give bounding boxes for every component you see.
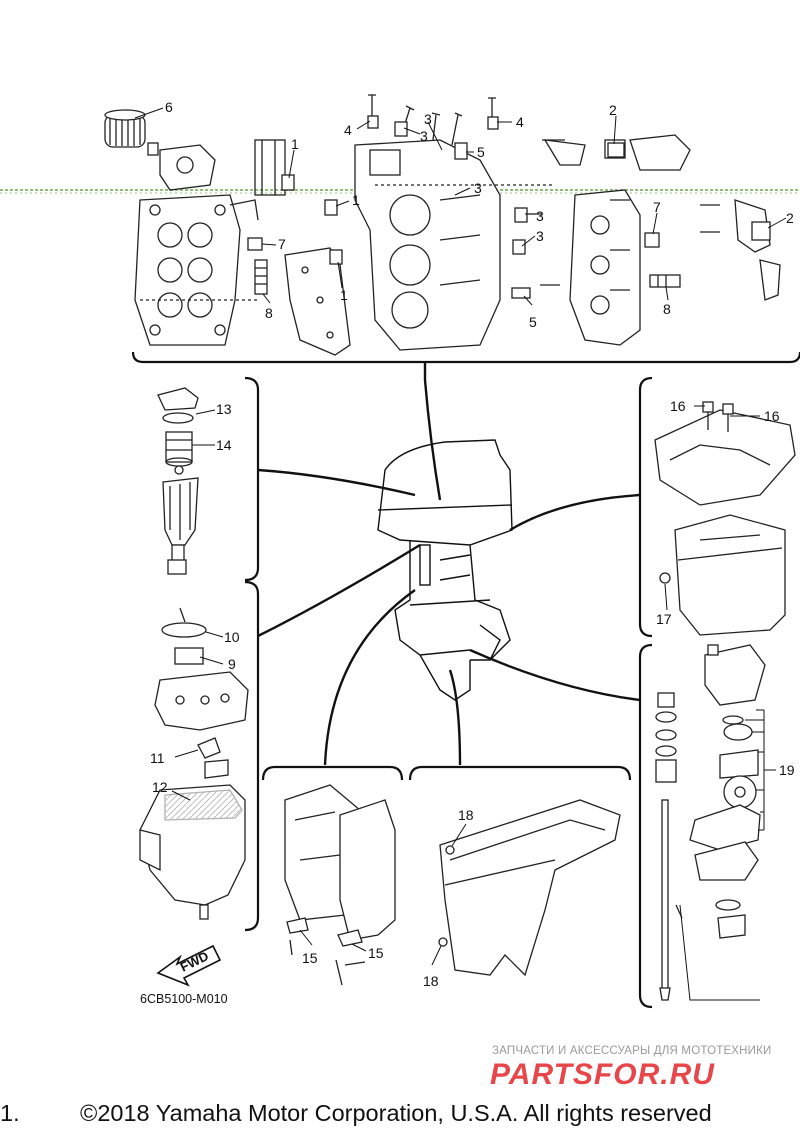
callout-7: 7 bbox=[278, 236, 286, 252]
watermark-logo: PARTSFOR.RU bbox=[490, 1058, 715, 1090]
left-leader-lines bbox=[171, 409, 224, 801]
watermark-logo-text: PARTSFOR.RU bbox=[490, 1058, 715, 1090]
callout-18: 18 bbox=[423, 973, 439, 989]
cylinder-block bbox=[354, 139, 501, 351]
oil-filter-part bbox=[104, 109, 146, 148]
watermark-tagline: ЗАПЧАСТИ И АКСЕССУАРЫ ДЛЯ МОТОТЕХНИКИ bbox=[492, 1045, 772, 1057]
callout-3: 3 bbox=[424, 111, 432, 127]
callout-3: 3 bbox=[420, 128, 428, 144]
copyright-text: ©2018 Yamaha Motor Corporation, U.S.A. A… bbox=[80, 1100, 712, 1126]
callout-9: 9 bbox=[228, 656, 236, 672]
oil-pan-parts bbox=[654, 401, 796, 636]
fuel-filter-group-bracket bbox=[244, 376, 260, 582]
spark-plug-left bbox=[254, 259, 268, 295]
fuel-filter-parts bbox=[157, 387, 199, 575]
bracket-group-bracket bbox=[261, 765, 404, 781]
callout-14: 14 bbox=[216, 437, 232, 453]
callout-16: 16 bbox=[764, 408, 780, 424]
lower-unit-group-bracket bbox=[408, 765, 632, 781]
top-group-bracket bbox=[131, 351, 800, 364]
callout-5: 5 bbox=[477, 144, 485, 160]
callout-3: 3 bbox=[536, 208, 544, 224]
callout-3: 3 bbox=[474, 180, 482, 196]
oil-pan-leader-lines bbox=[664, 405, 760, 611]
callout-4: 4 bbox=[516, 114, 524, 130]
lower-unit-leader-lines bbox=[431, 823, 467, 966]
intake-parts bbox=[139, 607, 249, 920]
swivel-bracket-parts bbox=[284, 784, 396, 986]
callout-3: 3 bbox=[536, 228, 544, 244]
swivel-leader-lines bbox=[299, 929, 367, 952]
callout-8: 8 bbox=[265, 305, 273, 321]
callout-numbers: 6 1 1 1 4 4 3 3 3 3 3 5 5 2 2 7 7 8 8 13… bbox=[150, 99, 795, 989]
callout-16: 16 bbox=[670, 398, 686, 414]
forward-arrow-icon: FWD bbox=[156, 944, 222, 987]
diagram-code: 6CB5100-M010 bbox=[140, 992, 228, 1006]
callout-1: 1 bbox=[291, 136, 299, 152]
callout-1: 1 bbox=[352, 192, 360, 208]
callout-18: 18 bbox=[458, 807, 474, 823]
callout-19: 19 bbox=[779, 762, 795, 778]
callout-2: 2 bbox=[786, 210, 794, 226]
copyright-footer: 1. ©2018 Yamaha Motor Corporation, U.S.A.… bbox=[0, 1100, 800, 1127]
callout-15: 15 bbox=[368, 945, 384, 961]
water-pump-group-bracket bbox=[638, 643, 653, 1009]
callout-15: 15 bbox=[302, 950, 318, 966]
callout-2: 2 bbox=[609, 102, 617, 118]
callout-12: 12 bbox=[152, 779, 168, 795]
intake-group-bracket bbox=[244, 580, 260, 932]
top-leader-lines bbox=[134, 107, 787, 306]
oil-pan-group-bracket bbox=[638, 376, 653, 638]
water-pump-parts bbox=[655, 644, 766, 1001]
outboard-motor-outline bbox=[377, 439, 513, 701]
callout-5: 5 bbox=[529, 314, 537, 330]
callout-10: 10 bbox=[224, 629, 240, 645]
footer-lead: 1. bbox=[0, 1100, 20, 1126]
callout-6: 6 bbox=[165, 99, 173, 115]
water-pump-leader-lines bbox=[679, 709, 776, 1001]
group-connector-lines bbox=[257, 362, 641, 766]
right-cylinder-head bbox=[569, 189, 641, 346]
callout-1: 1 bbox=[340, 287, 348, 303]
callout-8: 8 bbox=[663, 301, 671, 317]
left-cylinder-head bbox=[134, 139, 286, 346]
callout-11: 11 bbox=[150, 750, 165, 766]
callout-7: 7 bbox=[653, 199, 661, 215]
callout-17: 17 bbox=[656, 611, 672, 627]
lower-unit-parts bbox=[438, 799, 621, 977]
spark-plug-right bbox=[649, 274, 681, 288]
callout-4: 4 bbox=[344, 122, 352, 138]
top-section-parts bbox=[104, 94, 781, 356]
callout-13: 13 bbox=[216, 401, 232, 417]
